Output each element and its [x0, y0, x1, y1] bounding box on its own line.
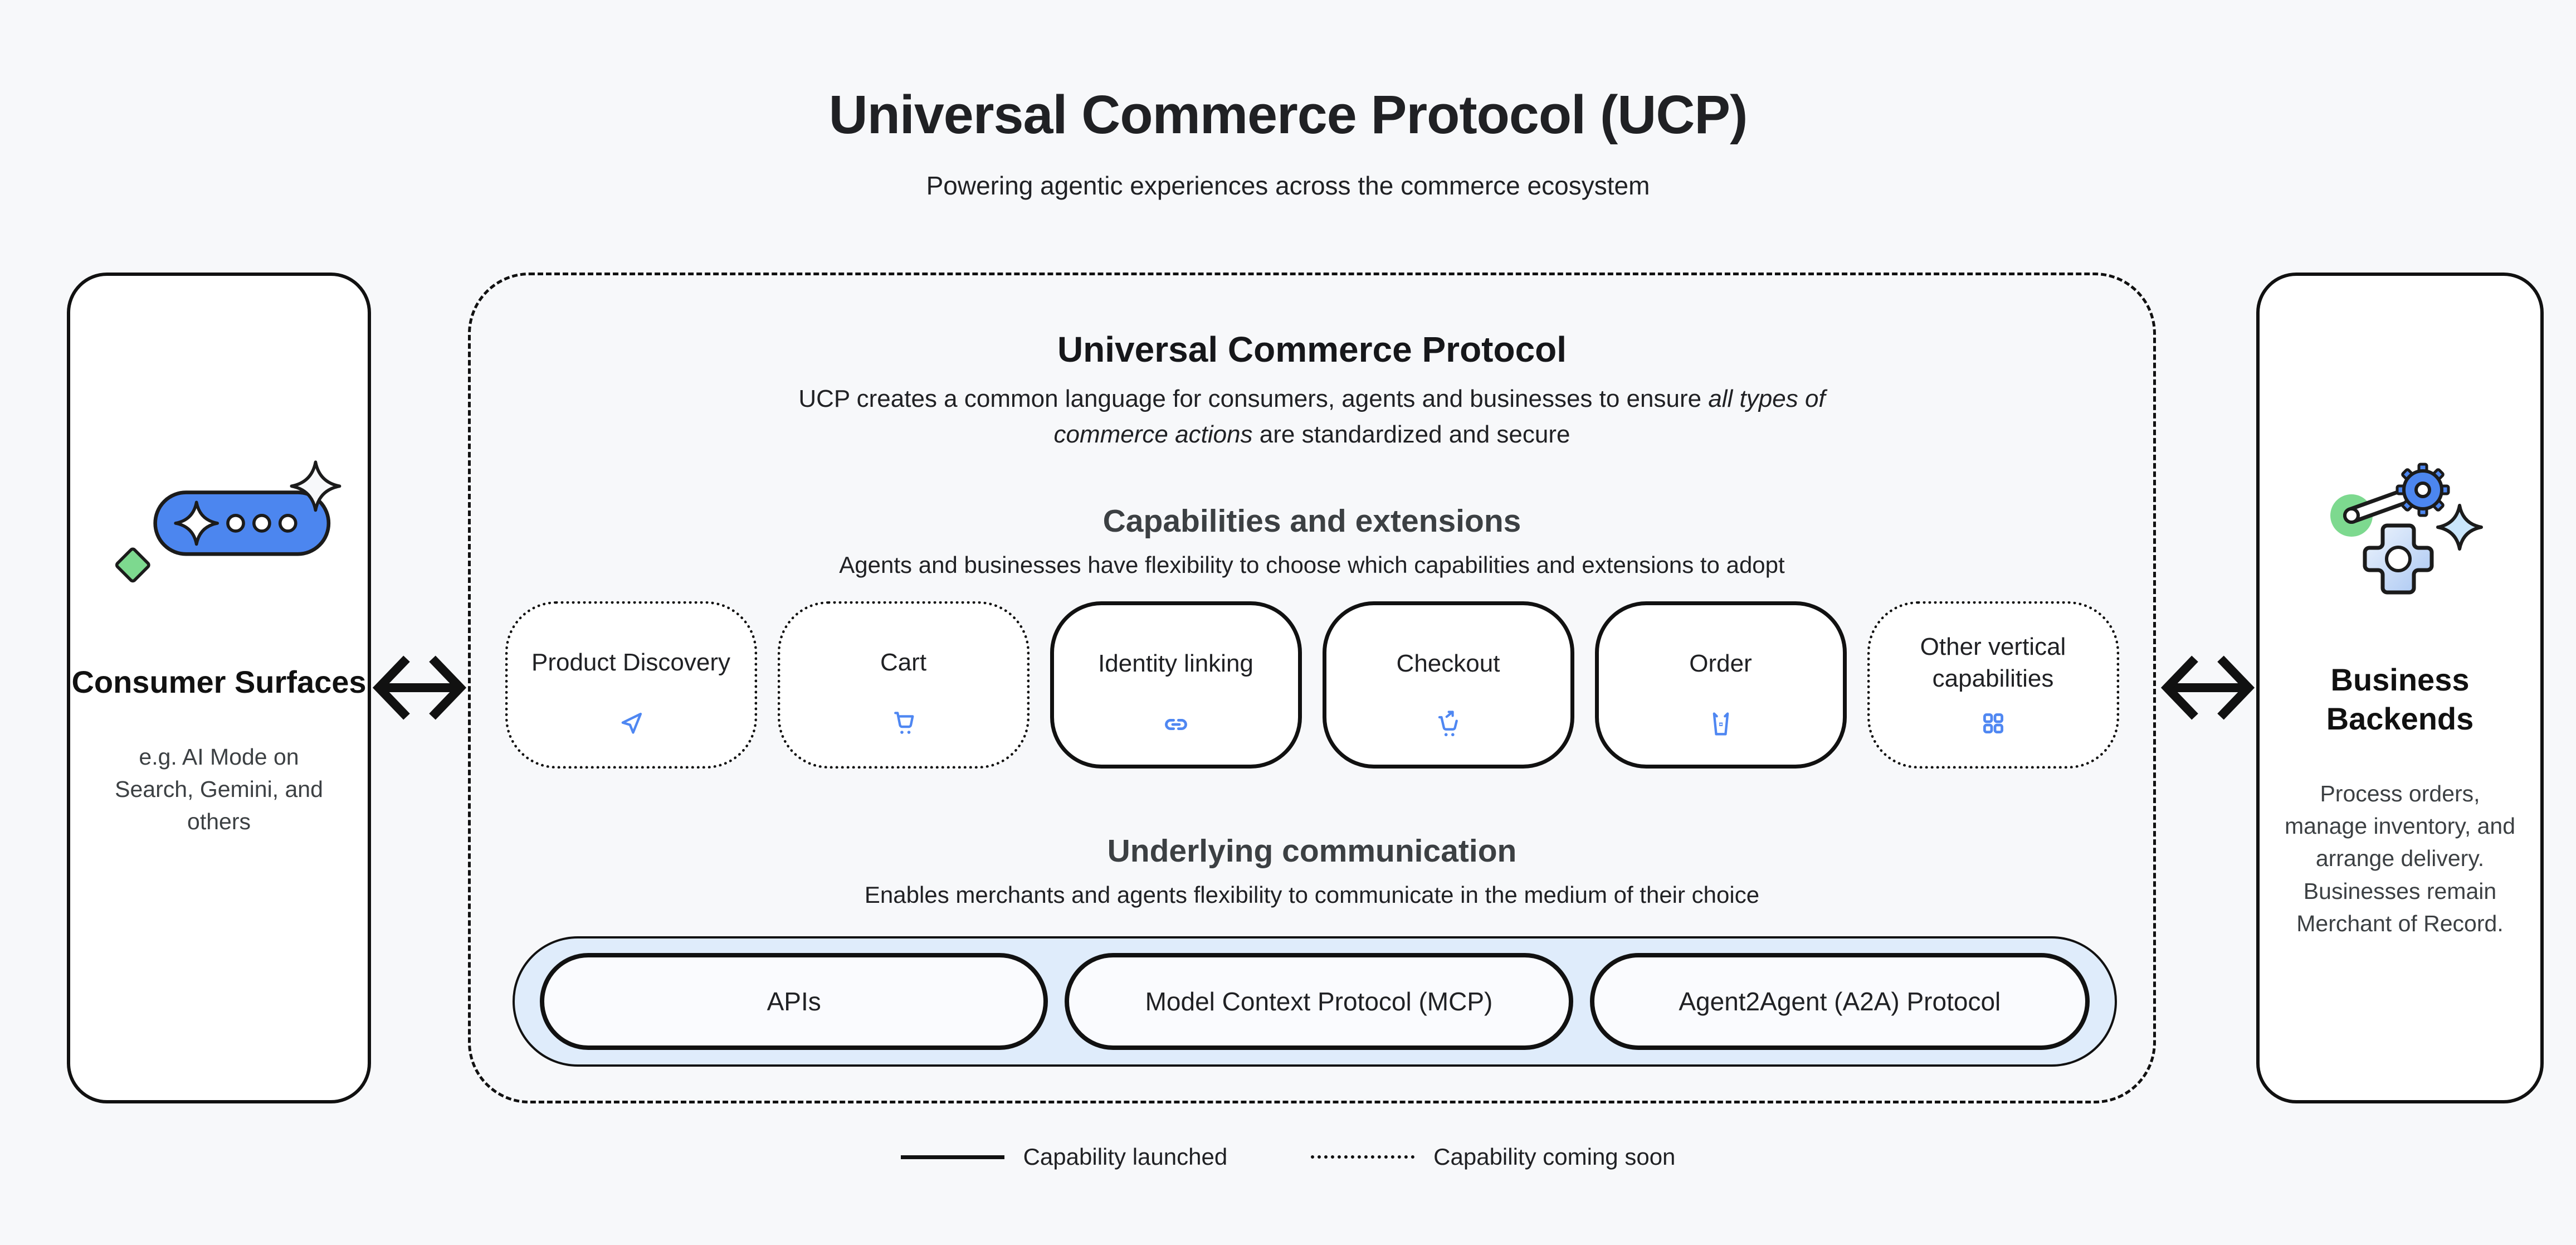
communication-heading: Underlying communication — [1107, 833, 1517, 869]
consumer-surfaces-description: e.g. AI Mode on Search, Gemini, and othe… — [115, 744, 323, 835]
capability-label: Identity linking — [1098, 650, 1253, 678]
ucp-description-suffix: are standardized and secure — [1252, 420, 1570, 448]
link-icon — [1164, 719, 1187, 730]
ucp-description: UCP creates a common language for consum… — [471, 381, 2153, 453]
grid-icon — [1983, 713, 2003, 733]
capability-label: Cart — [880, 649, 927, 677]
protocol-pill-a2a: Agent2Agent (A2A) Protocol — [1589, 953, 2090, 1050]
ucp-description-prefix: UCP creates a common language for consum… — [798, 385, 1709, 412]
capabilities-heading: Capabilities and extensions — [1102, 503, 1521, 539]
ucp-card: Universal Commerce Protocol UCP creates … — [468, 273, 2156, 1103]
capabilities-row: Product Discovery Cart Identity linking — [471, 601, 2153, 769]
protocol-label: Model Context Protocol (MCP) — [1145, 987, 1493, 1016]
right-double-arrow-icon — [2160, 655, 2255, 720]
capability-label: Other vertical capabilities — [1920, 633, 2066, 692]
capability-pill-order: Order — [1594, 601, 1847, 769]
business-backends-title: Business Backends — [2326, 662, 2474, 736]
cart-icon — [894, 712, 914, 734]
capability-label: Order — [1689, 650, 1752, 678]
communication-bar: APIs Model Context Protocol (MCP) Agent2… — [513, 936, 2117, 1067]
protocol-label: APIs — [767, 987, 821, 1016]
capability-pill-checkout: Checkout — [1322, 601, 1574, 769]
capability-label: Checkout — [1396, 650, 1500, 678]
legend-item-launched: Capability launched — [900, 1144, 1228, 1170]
order-icon — [1713, 712, 1729, 736]
capability-pill-product-discovery: Product Discovery — [505, 601, 757, 769]
capability-label: Product Discovery — [531, 649, 730, 677]
capability-pill-other-vertical: Other vertical capabilities — [1867, 601, 2119, 769]
ucp-description-italic: all types of commerce actions — [1053, 385, 1826, 448]
send-icon — [621, 712, 642, 734]
capabilities-subtitle: Agents and businesses have flexibility t… — [839, 552, 1785, 578]
page-subtitle: Powering agentic experiences across the … — [926, 171, 1650, 200]
protocol-label: Agent2Agent (A2A) Protocol — [1679, 987, 2001, 1016]
page-title: Universal Commerce Protocol (UCP) — [828, 84, 1748, 145]
cross-gear-icon — [2363, 523, 2434, 595]
communication-subtitle: Enables merchants and agents flexibility… — [864, 882, 1760, 908]
legend-launched-line — [900, 1155, 1004, 1159]
capability-pill-cart: Cart — [777, 601, 1030, 769]
left-double-arrow-icon — [372, 655, 467, 720]
legend-coming-soon-label: Capability coming soon — [1433, 1144, 1676, 1170]
gear-icon — [2396, 463, 2450, 517]
gears-wrench-sparkle-icon — [2330, 463, 2483, 595]
consumer-surfaces-card: Consumer Surfaces e.g. AI Mode on Search… — [67, 273, 371, 1103]
protocol-pill-apis: APIs — [540, 953, 1048, 1050]
capability-pill-identity-linking: Identity linking — [1050, 601, 1302, 769]
legend-coming-soon-line — [1311, 1155, 1415, 1159]
ai-chat-pill-sparkles-icon — [115, 460, 341, 583]
consumer-surfaces-title: Consumer Surfaces — [71, 664, 367, 699]
legend-launched-label: Capability launched — [1023, 1144, 1228, 1170]
business-backends-card: Business Backends Process orders, manage… — [2256, 273, 2544, 1103]
legend: Capability launched Capability coming so… — [0, 1144, 2576, 1170]
cart-checkout-icon — [1438, 711, 1458, 737]
legend-item-coming-soon: Capability coming soon — [1311, 1144, 1675, 1170]
ucp-title: Universal Commerce Protocol — [1057, 329, 1567, 369]
protocol-pill-mcp: Model Context Protocol (MCP) — [1065, 953, 1573, 1050]
business-backends-description: Process orders, manage inventory, and ar… — [2284, 781, 2516, 936]
